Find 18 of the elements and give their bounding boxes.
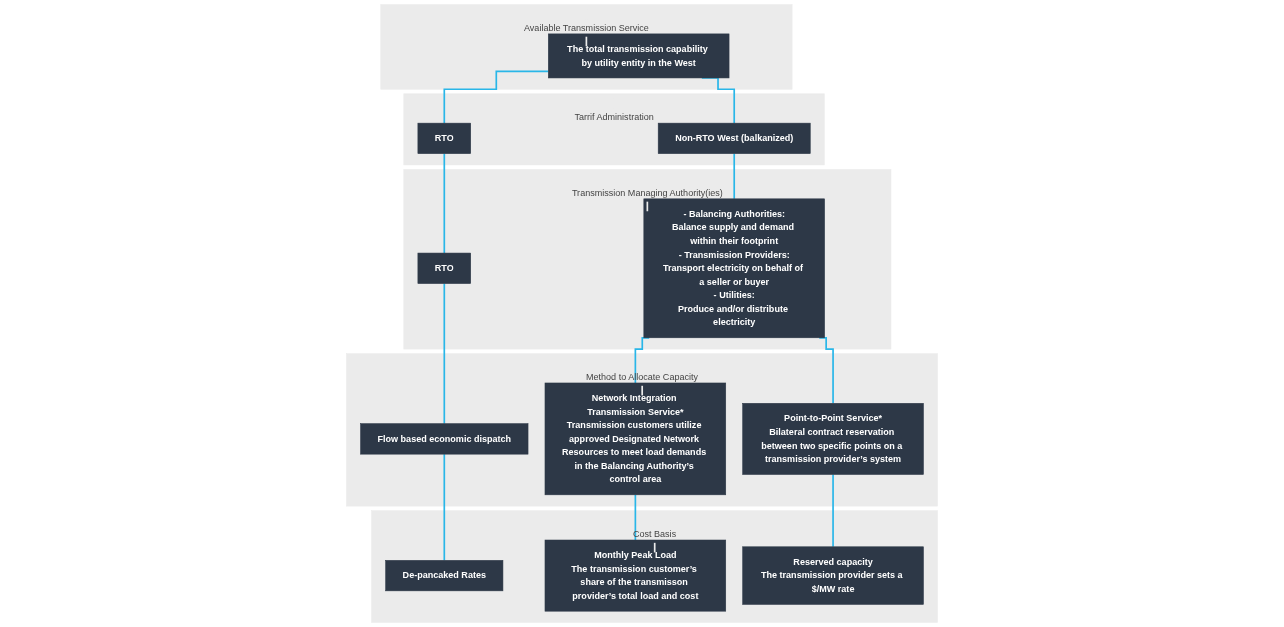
node-box: Non-RTO West (balkanized) — [657, 122, 811, 154]
node-box: RTO — [417, 252, 471, 284]
connector — [832, 473, 834, 548]
connector — [443, 152, 446, 254]
node-box: - Balancing Authorities: Balance supply and demand within their footprint - Transmission Providers: Transport electricity on behalf of a seller or buyer - Utilities: Produce and/or distribute electricity — [643, 198, 825, 339]
connector — [443, 282, 446, 425]
node-box: Network Integration Transmission Service* Transmission customers utilize approved Designated Network Resources to meet load demands in the Balancing Authority’s control area — [544, 382, 726, 496]
connector — [733, 152, 736, 200]
connector — [634, 493, 637, 541]
node-box: De-pancaked Rates — [385, 560, 504, 592]
node-box: Reserved capacity The transmission provider sets a $/MW rate — [742, 546, 924, 605]
node-box: The total transmission capability by utility entity in the West — [548, 33, 730, 79]
node-box: Monthly Peak Load The transmission customer’s share of the transmisson provider’s total load and cost — [544, 539, 726, 612]
node-box: Flow based economic dispatch — [360, 423, 529, 455]
node-box: RTO — [417, 122, 471, 154]
connector — [443, 453, 446, 562]
node-box: Point-to-Point Service* Bilateral contract reservation between two specific points on a transmission provider’s system — [742, 403, 924, 475]
connector — [443, 70, 550, 124]
